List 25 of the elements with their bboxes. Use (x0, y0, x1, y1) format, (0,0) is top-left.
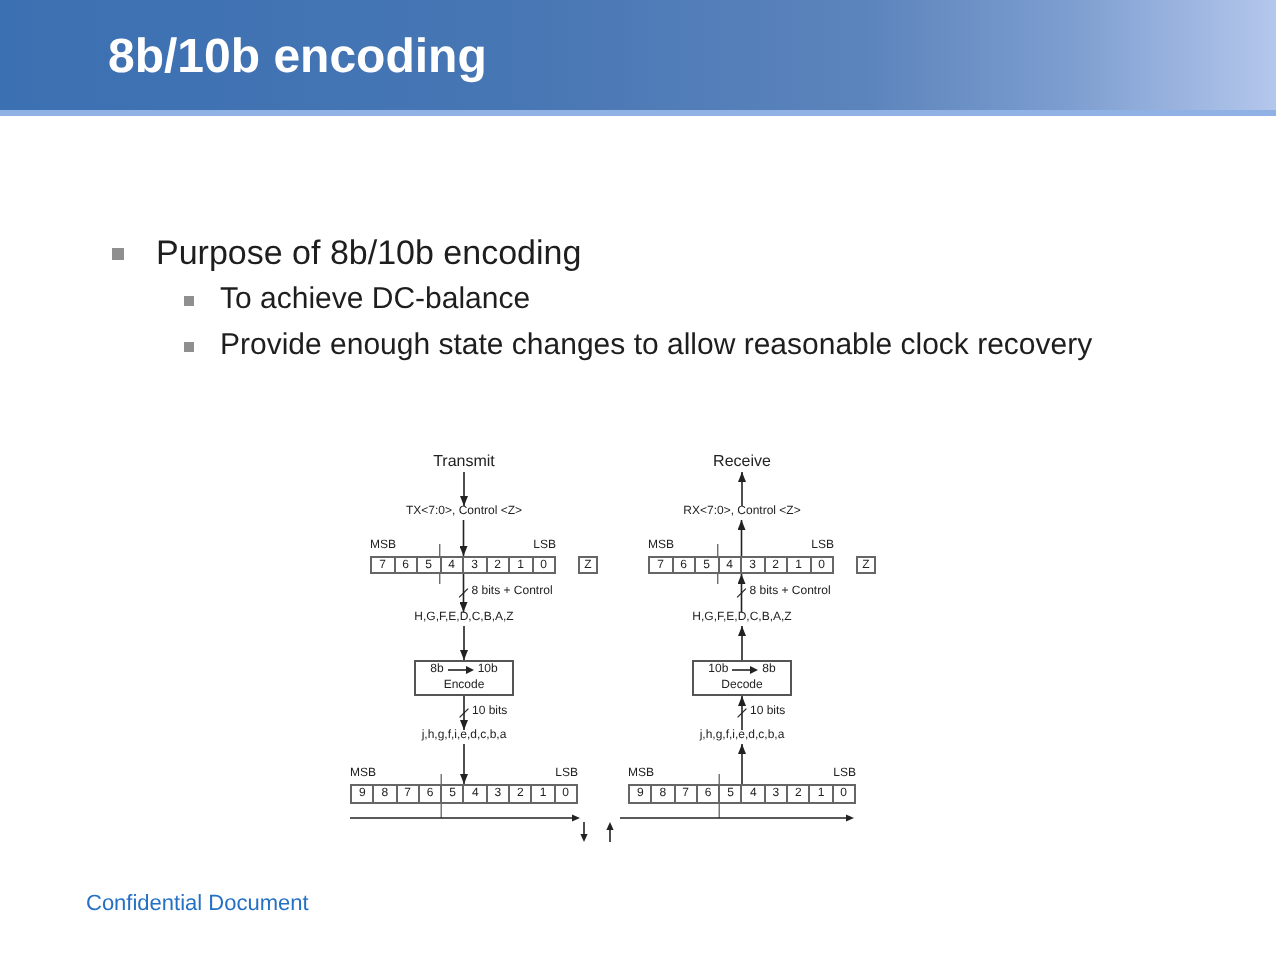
stage-title: Transmit (433, 452, 495, 472)
arrow (738, 743, 746, 785)
arrow (460, 743, 468, 785)
shift-register (350, 784, 578, 804)
shift-register (628, 784, 856, 804)
arrow (459, 519, 468, 557)
bullet-text: Provide enough state changes to allow reasonable clock recovery (220, 328, 1093, 364)
bullet-text: To achieve DC-balance (220, 282, 531, 318)
bullet-text: Purpose of 8b/10b encoding (156, 234, 582, 274)
decoder-block (692, 660, 792, 696)
encoder-block (414, 660, 514, 696)
arrow (737, 573, 746, 613)
shift-register (648, 556, 834, 574)
arrow (738, 625, 746, 661)
footer-text: Confidential Document (86, 891, 309, 917)
arrow (460, 625, 468, 661)
slide-title: 8b/10b encoding (108, 30, 487, 86)
stage-title: Receive (713, 452, 771, 472)
shift-register (370, 556, 556, 574)
arrow (737, 519, 746, 557)
arrow (738, 471, 746, 507)
arrow (738, 695, 746, 731)
arrow (460, 471, 468, 507)
arrow (459, 573, 468, 613)
arrow (460, 695, 468, 731)
